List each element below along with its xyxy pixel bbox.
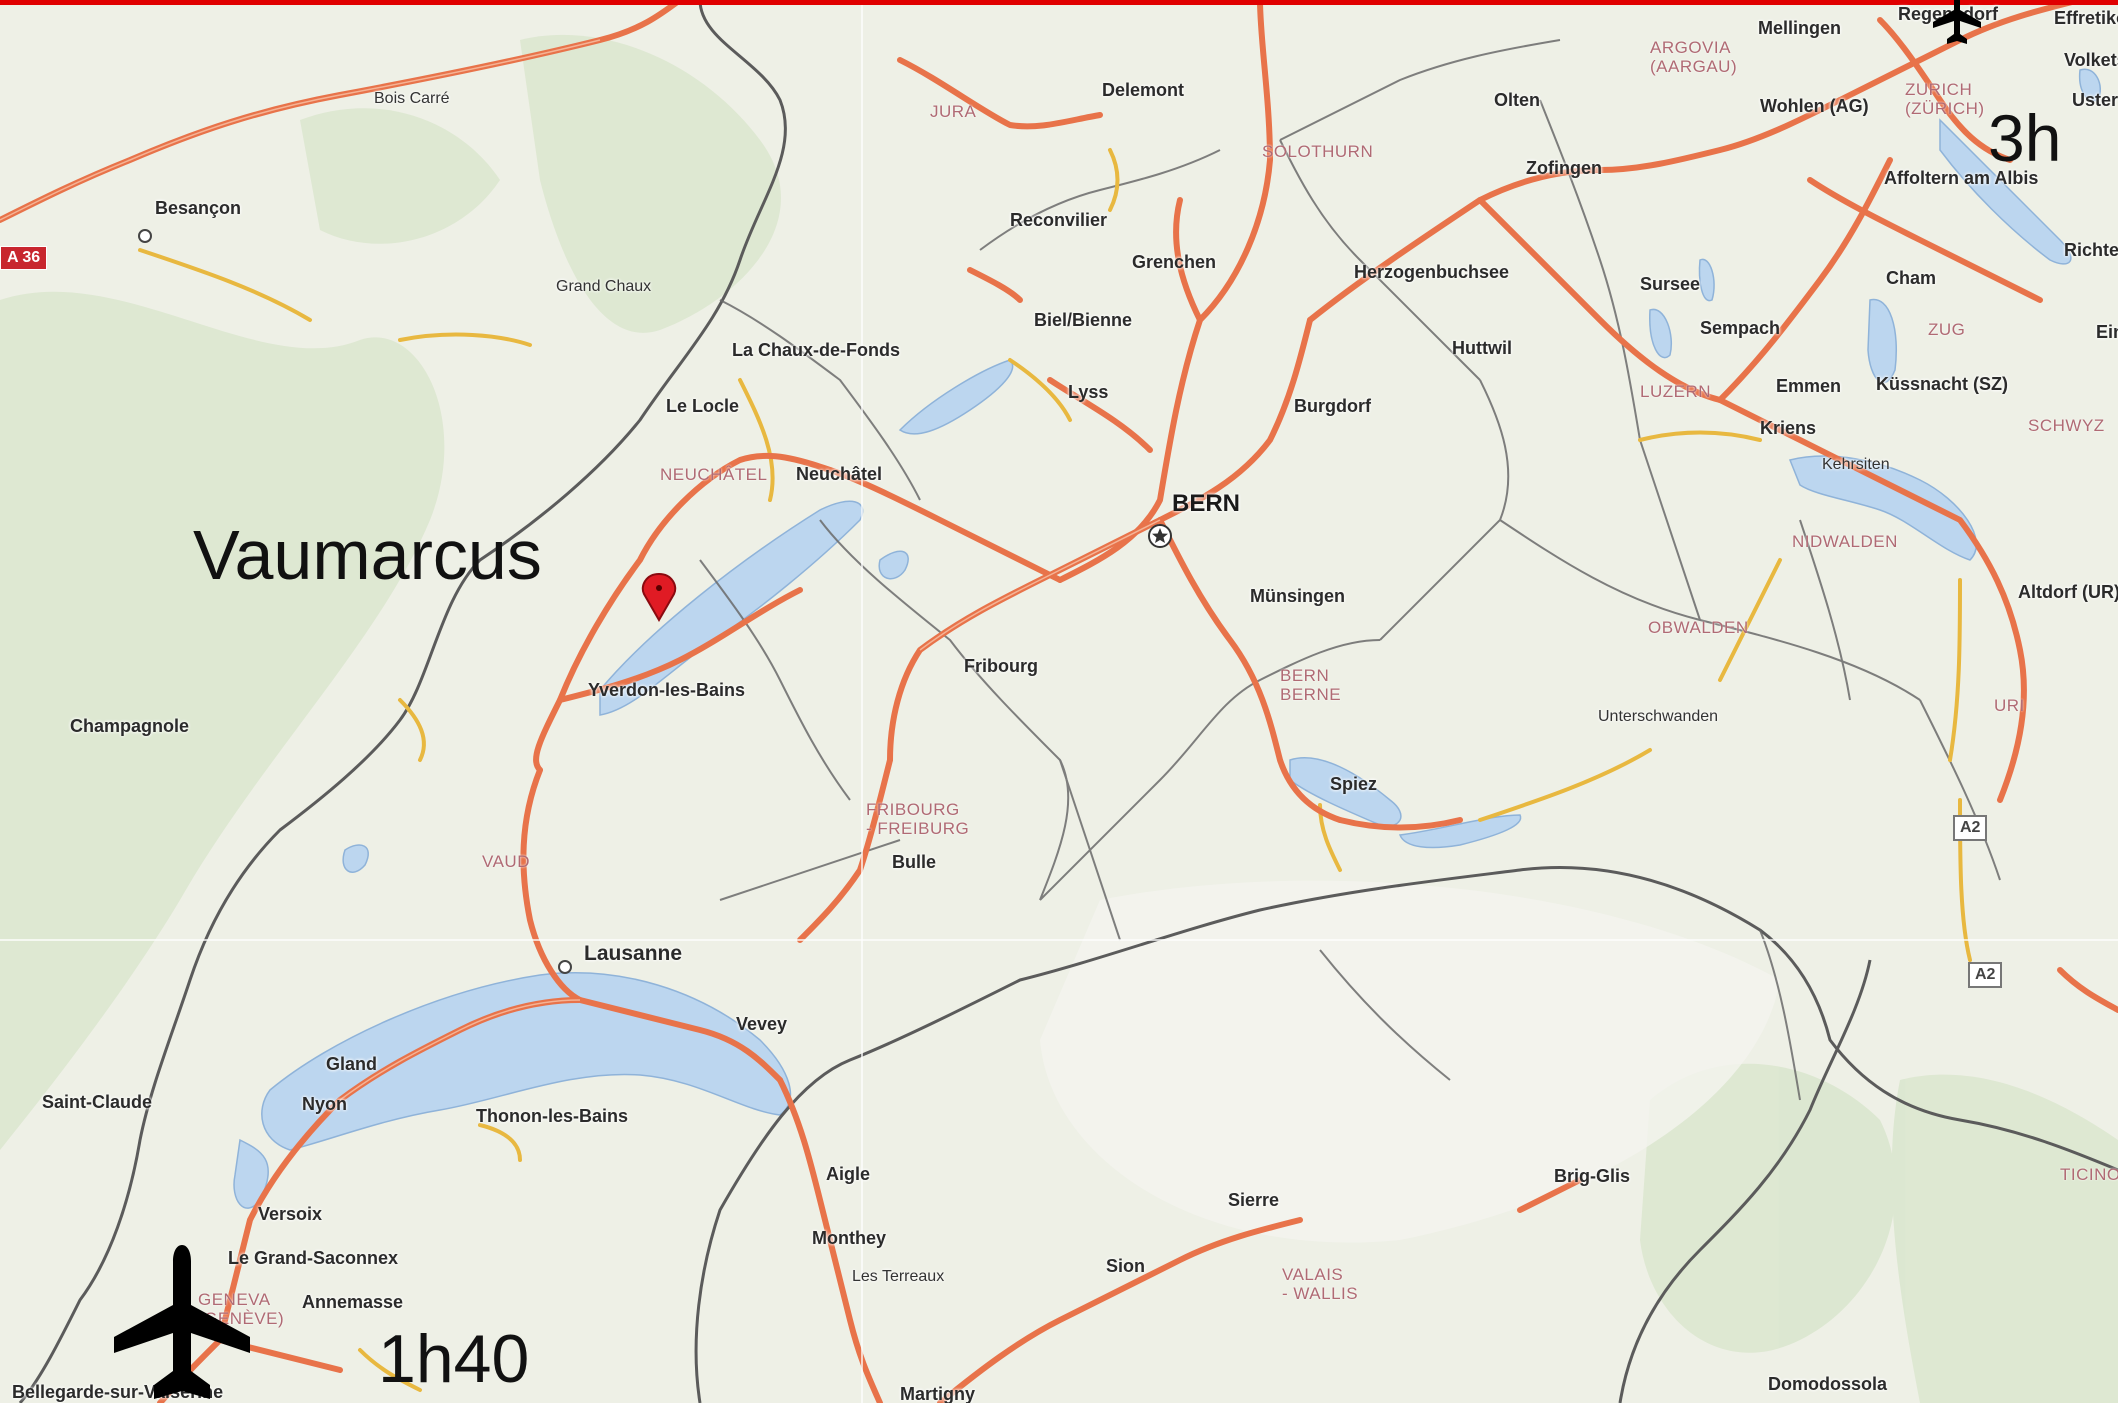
city-label: Cham [1886,268,1937,288]
city-label: Le Locle [666,396,740,416]
canton-label: FRIBOURG - FREIBURG [866,800,970,838]
city-label: Annemasse [302,1292,404,1312]
airplane-icon [112,1245,252,1403]
city-label: Yverdon-les-Bains [588,680,746,700]
a2-shield: A2 [1968,962,2003,988]
city-label: Reconvilier [1010,210,1108,230]
canton-label: OBWALDEN [1648,618,1749,637]
city-label: Kriens [1760,418,1817,438]
city-label: Neuchâtel [796,464,883,484]
canton-label: JURA [930,102,977,121]
travel-time-geneva: 1h40 [378,1321,530,1397]
canton-label: SOLOTHURN [1262,142,1374,161]
city-label: Fribourg [964,656,1038,676]
canton-label: LUZERN [1640,382,1712,401]
city-label: Champagnole [70,716,190,736]
city-label: Bulle [892,852,937,872]
capital-star-icon [1147,523,1173,554]
borders [18,0,2118,1403]
city-label: Gland [326,1054,378,1074]
city-label: Grand Chaux [556,278,652,295]
city-label: Besançon [155,198,242,218]
city-label: Affoltern am Albis [1884,168,2039,188]
canton-label: NIDWALDEN [1792,532,1898,551]
city-label: Thonon-les-Bains [476,1106,628,1126]
city-label: Monthey [812,1228,886,1248]
city-label: Aigle [826,1164,871,1184]
city-label: La Chaux-de-Fonds [732,340,901,360]
city-label: Küssnacht (SZ) [1876,374,2009,394]
minor-roads [138,148,1972,1392]
travel-time-zurich: 3h [1988,101,2062,175]
city-label: Mellingen [1758,18,1842,38]
city-label: Biel/Bienne [1034,310,1133,330]
city-label: Münsingen [1250,586,1345,606]
capital-label: BERN [1172,490,1241,517]
city-label: Wohlen (AG) [1760,96,1869,116]
city-label: Olten [1494,90,1541,110]
city-label: Brig-Glis [1554,1166,1631,1186]
canton-label: VAUD [482,852,530,871]
city-label: Les Terreaux [852,1268,945,1285]
city-label: Spiez [1330,774,1378,794]
destination-label: Vaumarcus [193,516,542,594]
canton-label: URI [1994,696,2025,715]
city-label: Sursee [1640,274,1701,294]
location-marker-icon[interactable] [640,570,678,627]
canton-label: SCHWYZ [2028,416,2105,435]
city-label: Bois Carré [374,90,450,107]
canton-label: NEUCHÂTEL [660,465,768,484]
city-label: Unterschwanden [1598,708,1719,725]
city-label: Sion [1106,1256,1145,1276]
airplane-icon [1932,0,1982,50]
city-label: Zofingen [1526,158,1602,178]
city-label: Volketsw [2064,50,2118,70]
city-label: Sempach [1700,318,1781,338]
city-label: Martigny [900,1384,976,1403]
canton-label: ZUG [1928,320,1966,339]
canton-label: BERN BERNE [1280,666,1342,704]
city-label: Huttwil [1452,338,1512,358]
city-label: Sierre [1228,1190,1280,1210]
city-label: Lyss [1068,382,1109,402]
a2-shield: A2 [1953,815,1988,841]
city-label: Nyon [302,1094,347,1114]
city-label: Saint-Claude [42,1092,153,1112]
city-label: Grenchen [1132,252,1217,272]
city-label: Ein [2096,322,2118,342]
city-label: Burgdorf [1294,396,1371,416]
canton-label: ZURICH (ZÜRICH) [1905,80,1985,118]
city-label: Uster [2072,90,2118,110]
city-label: Richter [2064,240,2118,260]
a36-shield: A 36 [0,246,48,270]
city-label: Vevey [736,1014,788,1034]
city-label: Effretiko [2054,8,2118,28]
city-label: Domodossola [1768,1374,1888,1394]
city-label: Delemont [1102,80,1185,100]
city-dot [138,229,152,243]
canton-label: VALAIS - WALLIS [1282,1265,1359,1303]
canton-label: ARGOVIA (AARGAU) [1650,38,1738,76]
canton-label: TICINO [2060,1165,2118,1184]
city-dot [558,960,572,974]
city-label: Herzogenbuchsee [1354,262,1510,282]
city-label: Emmen [1776,376,1842,396]
city-label: Le Grand-Saconnex [228,1248,399,1268]
city-label: Kehrsiten [1822,456,1890,473]
city-label: Lausanne [584,942,683,965]
city-label: Versoix [258,1204,323,1224]
city-label: Altdorf (UR) [2018,582,2118,602]
